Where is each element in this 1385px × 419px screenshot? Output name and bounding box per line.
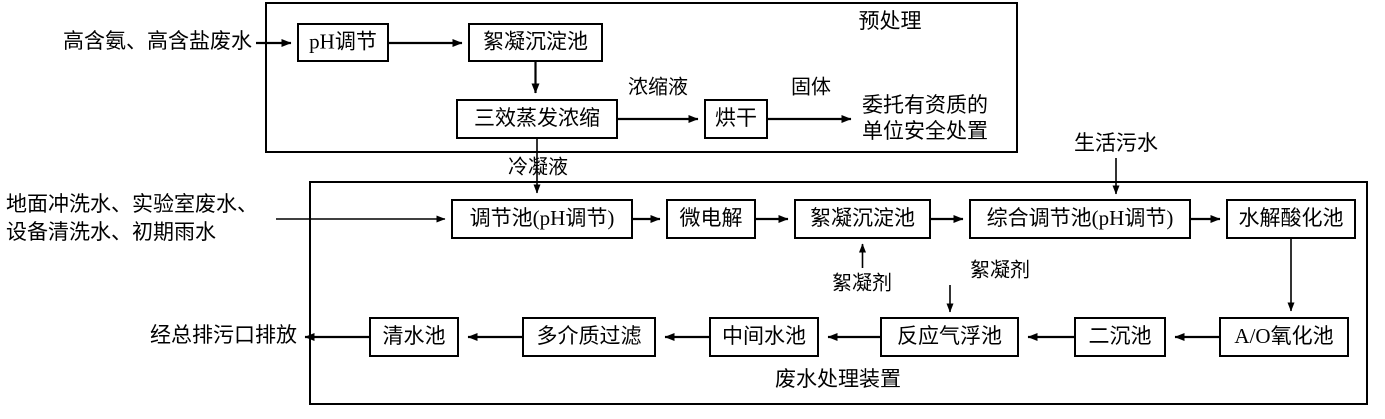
node-intermediate-tank-label: 中间水池	[722, 324, 806, 348]
node-clean-water-tank-label: 清水池	[383, 324, 446, 348]
node-hydrolysis-acid-label: 水解酸化池	[1239, 206, 1344, 230]
node-floc-sed-mid	[794, 199, 931, 239]
node-floc-sed-mid-label: 絮凝沉淀池	[810, 206, 915, 230]
edge-label-flocculant-2: 絮凝剂	[970, 259, 1030, 282]
group-wastewater-unit-label: 废水处理装置	[775, 367, 901, 391]
node-floc-sed-top	[468, 23, 603, 62]
node-multimedia-filter-label: 多介质过滤	[537, 324, 642, 348]
node-comprehensive-tank-label: 综合调节池(pH调节)	[987, 206, 1174, 230]
node-ph-adjust	[297, 23, 389, 62]
input-misc-label-line2: 设备清洗水、初期雨水	[6, 220, 216, 244]
node-hydrolysis-acid	[1226, 199, 1356, 239]
node-triple-evap	[456, 99, 618, 139]
node-drying-label: 烘干	[715, 106, 757, 130]
output-disposal-label-line2: 单位安全处置	[862, 119, 988, 143]
node-multimedia-filter	[522, 317, 656, 357]
node-adjust-tank-label: 调节池(pH调节)	[470, 206, 615, 230]
group-pretreatment	[265, 2, 1018, 153]
input-high-ammonia-label: 高含氨、高含盐废水	[63, 29, 252, 53]
node-reaction-flotation-label: 反应气浮池	[897, 324, 1002, 348]
output-discharge-label: 经总排污口排放	[150, 323, 297, 347]
edge-label-condensate: 冷凝液	[508, 156, 568, 179]
edge-label-solid: 固体	[791, 76, 831, 99]
node-drying	[704, 99, 768, 139]
node-reaction-flotation	[880, 317, 1019, 357]
node-ao-oxidation-label: A/O氧化池	[1234, 324, 1333, 348]
input-misc-label-line1: 地面冲洗水、实验室废水、	[6, 192, 258, 216]
node-micro-electrolysis-label: 微电解	[680, 206, 743, 230]
group-pretreatment-label: 预处理	[859, 9, 922, 33]
node-intermediate-tank	[709, 317, 819, 357]
node-floc-sed-top-label: 絮凝沉淀池	[483, 29, 588, 53]
group-wastewater-unit	[309, 181, 1368, 405]
node-triple-evap-label: 三效蒸发浓缩	[474, 106, 600, 130]
node-micro-electrolysis	[666, 199, 756, 239]
edge-label-concentrate: 浓缩液	[628, 76, 688, 99]
node-secondary-sed	[1074, 317, 1166, 357]
node-comprehensive-tank	[969, 199, 1191, 239]
node-adjust-tank	[451, 199, 633, 239]
node-ph-adjust-label: pH调节	[309, 29, 377, 53]
edge-label-flocculant-1: 絮凝剂	[832, 272, 892, 295]
node-secondary-sed-label: 二沉池	[1089, 324, 1152, 348]
output-disposal-label-line1: 委托有资质的	[862, 93, 988, 117]
node-clean-water-tank	[369, 317, 459, 357]
node-ao-oxidation	[1219, 317, 1349, 357]
input-domestic-sewage-label: 生活污水	[1074, 131, 1158, 155]
